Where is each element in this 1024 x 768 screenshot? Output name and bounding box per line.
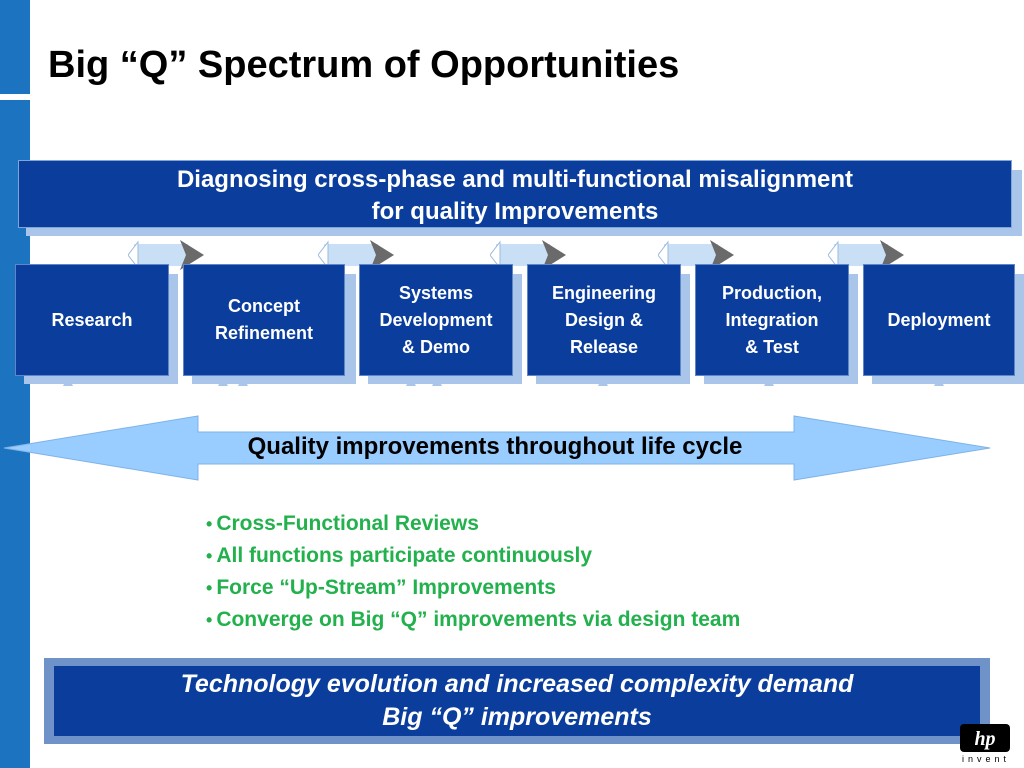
phase-tick-icon <box>63 376 73 386</box>
connector-arrow-icon <box>658 240 734 270</box>
phase-label: Engineering Design & Release <box>551 282 656 357</box>
phase-tick-icon <box>406 376 416 386</box>
phase-label: Production, Integration & Test <box>722 282 822 357</box>
phase-tick-icon <box>238 376 248 386</box>
conclusion-line-1: Technology evolution and increased compl… <box>180 670 854 698</box>
banner-line-2: for quality Improvements <box>371 198 659 225</box>
phase-production-integration: Production, Integration & Test <box>695 264 849 376</box>
phase-research: Research <box>15 264 169 376</box>
phase-tick-icon <box>218 376 228 386</box>
phase-systems-development: Systems Development & Demo <box>359 264 513 376</box>
banner-line-1: Diagnosing cross-phase and multi-functio… <box>176 166 854 193</box>
bullet-list: •Cross-Functional Reviews •All functions… <box>206 508 740 636</box>
list-item: •Force “Up-Stream” Improvements <box>206 576 556 599</box>
phase-tick-icon <box>432 376 442 386</box>
phase-label: Concept Refinement <box>214 296 313 343</box>
phase-concept-refinement: Concept Refinement <box>183 264 345 376</box>
list-item: •Cross-Functional Reviews <box>206 512 479 535</box>
svg-text:hp: hp <box>974 728 995 750</box>
phase-label: Research <box>51 309 133 330</box>
phase-deployment: Deployment <box>863 264 1015 376</box>
conclusion-box: Technology evolution and increased compl… <box>54 666 980 736</box>
conclusion-line-2: Big “Q” improvements <box>382 703 652 731</box>
hp-logo-icon: hp <box>960 724 1010 752</box>
lifecycle-label: Quality improvements throughout life cyc… <box>247 433 743 460</box>
list-item: •All functions participate continuously <box>206 544 593 567</box>
phase-engineering-design: Engineering Design & Release <box>527 264 681 376</box>
phase-label: Systems Development & Demo <box>379 282 493 357</box>
misalignment-banner: Diagnosing cross-phase and multi-functio… <box>18 160 1012 228</box>
logo-tagline: invent <box>962 754 1011 764</box>
slide-title: Big “Q” Spectrum of Opportunities <box>48 44 680 86</box>
phase-tick-icon <box>764 376 774 386</box>
connector-arrow-icon <box>490 240 566 270</box>
connector-arrow-icon <box>128 240 204 270</box>
connector-arrow-icon <box>828 240 904 270</box>
left-accent-bar <box>0 0 30 94</box>
list-item: •Converge on Big “Q” improvements via de… <box>206 608 741 631</box>
phase-tick-icon <box>934 376 944 386</box>
phase-tick-icon <box>598 376 608 386</box>
connector-arrow-icon <box>318 240 394 270</box>
lifecycle-double-arrow-icon <box>3 415 991 481</box>
phase-label: Deployment <box>887 309 991 330</box>
